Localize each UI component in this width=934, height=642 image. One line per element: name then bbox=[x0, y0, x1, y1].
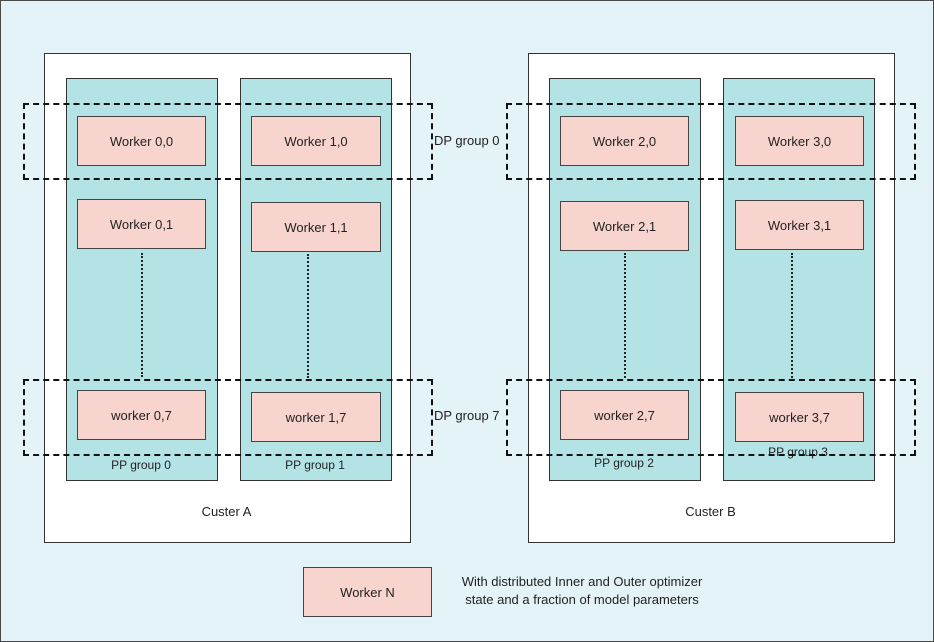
pp-group-1-label: PP group 1 bbox=[285, 458, 345, 472]
dp-group-7-box-left bbox=[23, 379, 433, 456]
cluster-b-label: Custer B bbox=[685, 504, 736, 519]
legend-description-line1: With distributed Inner and Outer optimiz… bbox=[461, 574, 703, 589]
dp-group-7-box-right bbox=[506, 379, 916, 456]
worker-3-7: worker 3,7 bbox=[735, 392, 864, 442]
legend-description: With distributed Inner and Outer optimiz… bbox=[437, 573, 727, 609]
legend-worker-swatch: Worker N bbox=[303, 567, 432, 617]
dp-group-0-box-right bbox=[506, 103, 916, 180]
worker-1-7: worker 1,7 bbox=[251, 392, 381, 442]
ellipsis-dots-pp2 bbox=[624, 253, 626, 378]
dp-group-7-label: DP group 7 bbox=[434, 408, 500, 423]
worker-2-7: worker 2,7 bbox=[560, 390, 689, 440]
legend-description-line2: state and a fraction of model parameters bbox=[465, 592, 699, 607]
worker-2-0: Worker 2,0 bbox=[560, 116, 689, 166]
worker-1-1: Worker 1,1 bbox=[251, 202, 381, 252]
worker-0-0: Worker 0,0 bbox=[77, 116, 206, 166]
worker-0-7: worker 0,7 bbox=[77, 390, 206, 440]
cluster-a-label: Custer A bbox=[201, 504, 252, 519]
ellipsis-dots-pp1 bbox=[307, 254, 309, 378]
pp-group-2-label: PP group 2 bbox=[594, 456, 654, 470]
pp-group-0-label: PP group 0 bbox=[111, 458, 171, 472]
ellipsis-dots-pp0 bbox=[141, 253, 143, 377]
worker-3-0: Worker 3,0 bbox=[735, 116, 864, 166]
worker-0-1: Worker 0,1 bbox=[77, 199, 206, 249]
ellipsis-dots-pp3 bbox=[791, 253, 793, 378]
worker-1-0: Worker 1,0 bbox=[251, 116, 381, 166]
worker-3-1: Worker 3,1 bbox=[735, 200, 864, 250]
dp-group-0-label: DP group 0 bbox=[434, 133, 500, 148]
worker-2-1: Worker 2,1 bbox=[560, 201, 689, 251]
dp-group-0-box-left bbox=[23, 103, 433, 180]
